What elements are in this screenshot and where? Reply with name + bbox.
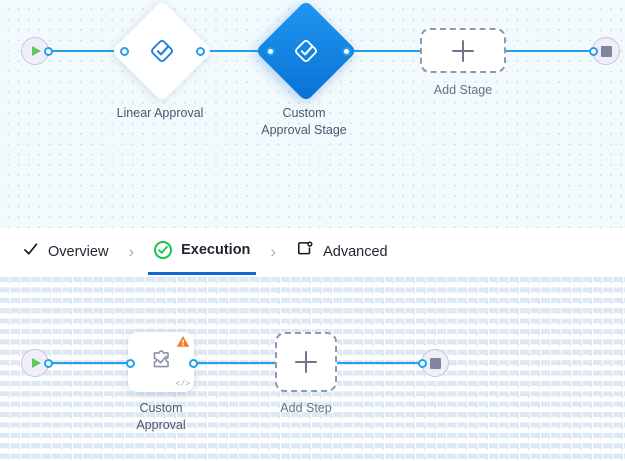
handle-linear-approval-out[interactable] (196, 46, 205, 56)
handle-end-in[interactable] (589, 46, 598, 56)
plus-icon (452, 39, 474, 62)
advanced-settings-icon (296, 240, 314, 263)
edge-custom-approval-to-add-step (192, 362, 278, 364)
tab-execution-label: Execution (181, 242, 251, 258)
edge-start-to-linear-approval (45, 50, 125, 52)
tab-separator: › (270, 241, 277, 261)
stage-node-linear-approval[interactable] (111, 0, 213, 102)
tab-advanced-label: Advanced (323, 243, 388, 260)
tab-overview-label: Overview (48, 243, 109, 260)
puzzle-check-icon (146, 345, 176, 380)
tab-bar: Overview › Execution › Advanced (0, 228, 625, 275)
stage-flow-canvas[interactable]: Linear Approval Custom Approval Stage Ad… (0, 0, 625, 228)
add-stage-button[interactable] (420, 28, 506, 73)
tab-separator: › (128, 241, 135, 261)
handle-linear-approval-in[interactable] (120, 46, 129, 56)
stage-label-linear-approval: Linear Approval (116, 106, 204, 120)
edge-add-step-to-end (336, 362, 422, 364)
code-badge-icon: </> (175, 380, 190, 389)
edge-add-stage-to-end (505, 50, 593, 52)
handle-end-in[interactable] (418, 358, 427, 368)
handle-start-out[interactable] (44, 358, 53, 368)
add-step-button[interactable] (275, 332, 337, 392)
approval-diamond-check-icon (291, 36, 321, 66)
plus-icon (295, 351, 317, 373)
stop-icon (600, 45, 612, 57)
handle-custom-approval-out[interactable] (189, 358, 198, 368)
tab-execution[interactable]: Execution (148, 228, 257, 275)
step-flow-canvas[interactable]: </> Custom Approval Add Step (0, 275, 625, 461)
step-node-custom-approval[interactable]: </> (128, 332, 194, 392)
end-node[interactable] (592, 37, 620, 65)
handle-custom-stage-in[interactable] (266, 46, 275, 56)
play-icon (31, 358, 41, 368)
tab-overview[interactable]: Overview (16, 228, 114, 275)
stage-label-custom-approval-stage: Custom Approval Stage (261, 106, 347, 137)
check-icon (22, 241, 39, 263)
add-step-label: Add Step (280, 401, 332, 415)
stop-icon (429, 357, 441, 369)
tab-advanced[interactable]: Advanced (290, 228, 394, 275)
edge-start-to-custom-approval (45, 362, 131, 364)
check-circle-icon (154, 241, 173, 259)
approval-diamond-check-icon (147, 36, 177, 66)
stage-node-custom-approval-stage[interactable] (255, 0, 357, 102)
handle-custom-approval-in[interactable] (126, 358, 135, 368)
add-stage-label: Add Stage (433, 83, 493, 97)
edge-custom-to-add-stage (345, 50, 421, 52)
end-node[interactable] (421, 349, 449, 377)
handle-start-out[interactable] (44, 46, 53, 56)
step-label-custom-approval: Custom Approval (136, 401, 186, 432)
warning-triangle-icon (176, 335, 190, 353)
play-icon (31, 46, 41, 56)
handle-custom-stage-out[interactable] (342, 46, 351, 56)
edge-linear-to-custom (199, 50, 275, 52)
